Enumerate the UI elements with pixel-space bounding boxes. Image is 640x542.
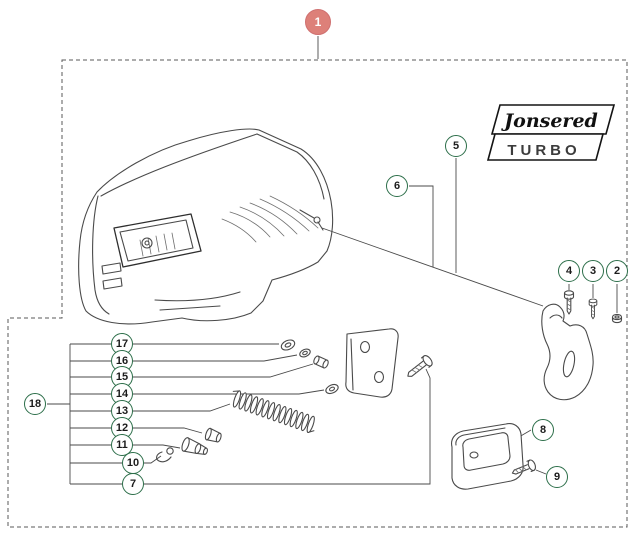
logo-model-box <box>486 133 605 161</box>
callout-17-label: 17 <box>115 338 129 350</box>
logo-model-text: TURBO <box>507 142 580 159</box>
callout-10: 10 <box>122 452 144 474</box>
fastener-parts <box>563 290 623 324</box>
throttle-assembly-parts <box>156 328 433 463</box>
logo-brand-box <box>490 104 616 135</box>
top-cover-drawing <box>78 128 334 325</box>
callout-3: 3 <box>582 260 604 282</box>
callout-2: 2 <box>606 260 628 282</box>
brand-logo: Jonsered TURBO <box>486 104 616 161</box>
callout-10-label: 10 <box>126 457 140 469</box>
boundary-box <box>7 59 628 528</box>
washer-drawing <box>611 313 623 324</box>
callout-2-label: 2 <box>613 265 621 277</box>
choke-lever-drawing <box>541 303 594 401</box>
callout-9-label: 9 <box>553 471 561 483</box>
callout-8: 8 <box>532 419 554 441</box>
callout-6-label: 6 <box>393 180 401 192</box>
callout-17: 17 <box>111 333 133 355</box>
callout-11-label: 11 <box>116 439 128 451</box>
callout-1-label: 1 <box>314 15 322 29</box>
screw-drawing <box>407 355 433 377</box>
callout-8-label: 8 <box>539 424 547 436</box>
callout-14-label: 14 <box>115 388 129 400</box>
callout-3-label: 3 <box>589 265 597 277</box>
callout-7-label: 7 <box>129 478 137 490</box>
callout-18-label: 18 <box>28 398 42 410</box>
callout-7: 7 <box>122 473 144 495</box>
screw-drawing <box>588 298 598 320</box>
leader-lines <box>47 158 618 485</box>
callout-13-label: 13 <box>115 405 129 417</box>
callout-5: 5 <box>445 135 467 157</box>
callout-4-label: 4 <box>565 265 573 277</box>
callout-18: 18 <box>24 393 46 415</box>
callout-6: 6 <box>386 175 408 197</box>
callout-1-assembly: 1 <box>305 9 331 35</box>
plug-drawing <box>181 437 209 455</box>
cover-plate-drawing <box>451 423 537 490</box>
bracket-plate-drawing <box>345 328 399 398</box>
screw-drawing <box>563 290 575 315</box>
callout-9: 9 <box>546 466 568 488</box>
spring-drawing <box>232 390 315 434</box>
callout-12-label: 12 <box>115 422 129 434</box>
callout-11: 11 <box>111 434 133 456</box>
callout-5-label: 5 <box>452 140 460 152</box>
callout-4: 4 <box>558 260 580 282</box>
callout-15: 15 <box>111 366 133 388</box>
callout-15-label: 15 <box>115 371 129 383</box>
sleeve-drawing <box>313 355 329 369</box>
callout-16-label: 16 <box>115 355 129 367</box>
screw-drawing <box>511 459 537 475</box>
logo-brand-text: Jonsered <box>501 110 598 132</box>
clip-drawing <box>156 451 172 463</box>
cap-drawing <box>204 427 222 443</box>
